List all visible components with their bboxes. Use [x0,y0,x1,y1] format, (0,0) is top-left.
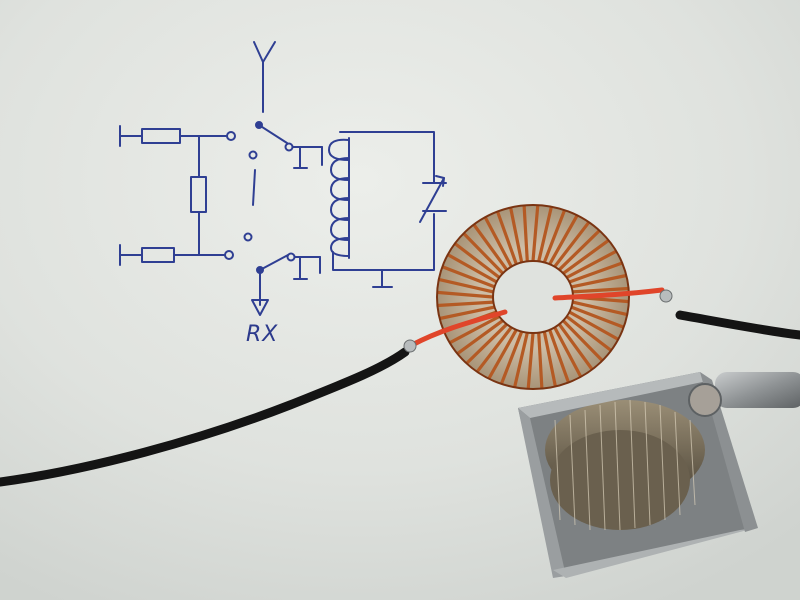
winding-turn [542,209,567,264]
inductor-coil [328,137,350,259]
winding-turn [439,305,495,321]
tank-circuit [332,131,447,288]
winding-turn [568,310,619,341]
resistor-middle [190,135,207,256]
winding-turn [568,261,623,284]
winding-turn [571,273,627,289]
winding-turn [441,265,496,289]
winding-turn [537,332,544,389]
winding-turn [558,229,601,271]
winding-turn [438,277,494,294]
winding-turn [553,221,591,268]
winding-turn [562,239,610,275]
switch-upper [248,121,323,169]
winding-turn [565,249,618,279]
winding-turn [462,232,504,275]
winding-turn [542,331,557,387]
winding-turn [562,319,604,362]
copper-windings [436,204,630,390]
winding-turn [570,305,625,329]
hand-drawn-schematic [119,41,447,316]
switch-link [252,169,256,206]
winding-turn [495,210,518,265]
winding-turn [448,315,501,345]
winding-turn [453,242,501,279]
black-cable-right [675,310,800,340]
winding-turn [557,323,594,371]
winding-turn [522,205,529,262]
rx-label: RX [246,322,278,347]
winding-turn [513,332,529,388]
antenna-icon [253,41,276,113]
winding-turn [531,204,540,262]
winding-turn [499,330,524,385]
toroidal-coil [436,204,630,390]
winding-turn [456,319,504,355]
winding-turn [447,253,498,284]
winding-turn [553,326,583,378]
red-leads [403,287,673,353]
winding-turn [548,214,579,266]
winding-turn [475,326,513,373]
winding-turn [526,332,535,390]
rx-arrow-icon [251,299,269,316]
variable-capacitor [518,372,800,578]
capacitor-shaft [715,372,800,408]
winding-turn [483,216,513,268]
capacitor-plates [545,400,705,530]
winding-turn [548,329,571,384]
winding-turn [572,286,629,294]
winding-turn [487,328,518,380]
switch-lower [243,232,321,306]
resistor-bottom [119,244,234,266]
winding-turn [572,300,628,317]
winding-turn [509,207,524,263]
winding-turn [565,315,613,352]
winding-turn [436,290,494,299]
resistor-top [119,125,236,147]
winding-turn [465,323,508,365]
winding-turn [537,206,553,262]
winding-turn [472,223,509,271]
gear-icon [688,383,722,417]
black-cable-left [0,347,410,487]
winding-turn [437,300,494,308]
